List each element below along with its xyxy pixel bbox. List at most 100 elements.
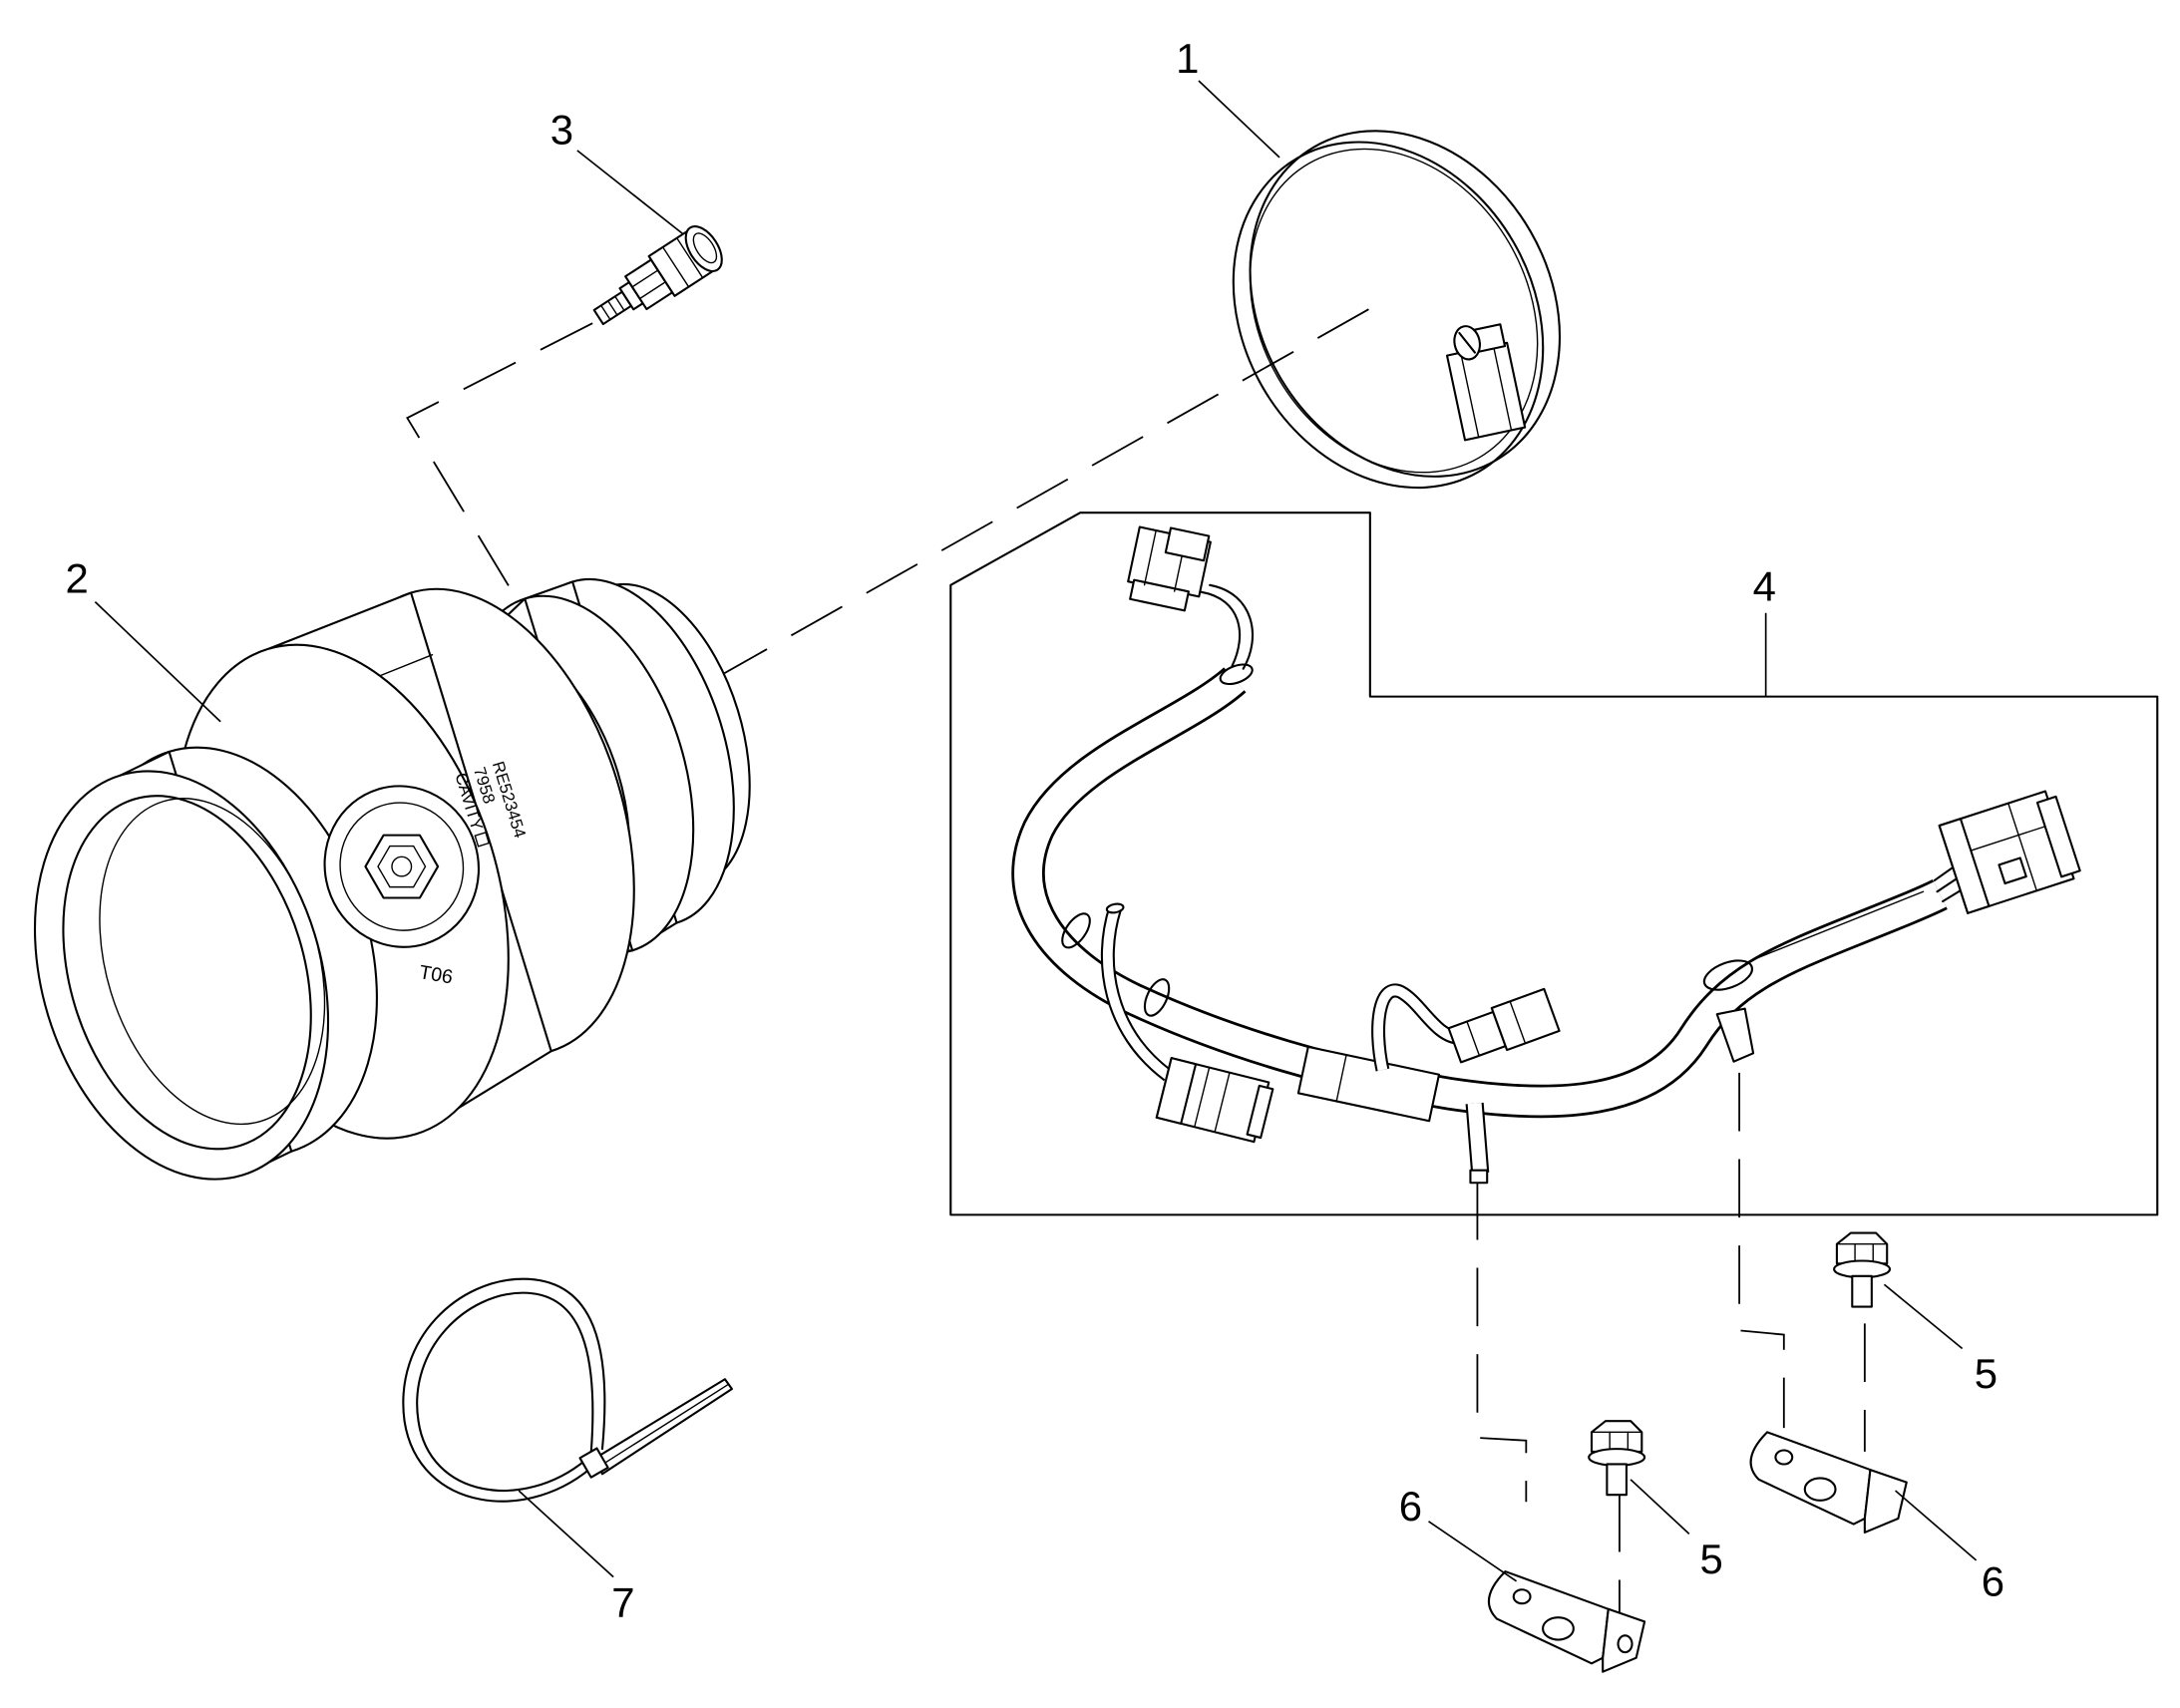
top-connector-lip [1129,578,1190,612]
left-branch-end [1105,902,1125,914]
sensor-connector-line [661,246,690,288]
clamp-housing-edge [1459,352,1480,439]
clamp-to-housing-centerline [563,308,1369,765]
cable-tie-loop-inner [416,1291,594,1492]
harness-conduit-seam [1755,890,1925,959]
hose-clamp [1232,130,1562,490]
leader-line-5-lower [1630,1479,1690,1535]
harness-clip-body [1715,1007,1755,1063]
harness-to-right-bracket-centerline [1738,1072,1785,1429]
harness-conduit-end [1219,663,1254,686]
harness-drop-wire [1467,1103,1488,1175]
harness-tape-wrap [1061,912,1091,949]
bolt-flange [1833,1259,1892,1279]
sensor-hex-flat [631,269,659,288]
bolt-hex-head [1590,1420,1643,1453]
bracket-bent-tab [1863,1469,1908,1534]
callout-4: 4 [1753,563,1776,610]
clamp-screw-housing [1445,323,1527,442]
clamp-band-inner-edge [1249,148,1539,474]
sensor-port-hex [364,834,440,899]
cable-tie [402,1277,733,1503]
middle-connector-body [1490,987,1561,1052]
cable-tie-head [578,1447,609,1479]
right-connector-latch [1998,856,2027,885]
mounting-bracket-left [1487,1570,1646,1673]
harness-middle-connector [1447,987,1561,1064]
left-connector-back [1246,1084,1274,1140]
sensor-hex-flat [638,281,667,300]
sensor-port-hole [391,855,413,877]
right-connector-back [2035,795,2081,878]
cable-tie-tail-edge [604,1384,729,1464]
clamp-screw-slot [1458,331,1476,354]
clamp-band-front-edge [1232,141,1545,490]
leader-line-7 [518,1490,614,1578]
flange-bolt-upper [1833,1231,1892,1308]
bracket-small-hole [1774,1449,1794,1466]
bolt-shaft [1851,1274,1873,1308]
clamp-housing-edge [1492,345,1513,432]
right-connector-face [1938,818,1991,914]
wiring-harness [949,512,2159,1216]
callout-7: 7 [611,1578,634,1625]
harness-middle-branch [1373,985,1462,1072]
temperature-sensor [592,225,723,326]
junction-sleeve-line [1335,1054,1347,1103]
leader-line-3 [576,150,684,235]
flange-bolt-lower [1588,1420,1646,1497]
bolt-flange [1588,1448,1646,1467]
leader-line-5-upper [1883,1283,1964,1350]
harness-tape-wrap [1143,978,1171,1017]
assembly-centerlines [406,308,1866,1616]
leader-line-6-right [1895,1490,1978,1561]
mounting-bracket-right [1749,1431,1908,1534]
harness-group-box [949,512,2159,1216]
bracket-bend-line [1602,1608,1610,1659]
leader-line-2 [94,600,221,723]
middle-connector-line [1466,1020,1481,1057]
bolt-hex-head [1835,1231,1889,1265]
clamp-band-back-edge [1249,130,1562,478]
sensor-thread [607,300,618,316]
right-connector-line [1970,826,2046,852]
harness-top-wire [1200,590,1241,667]
harness-left-branch [1102,906,1172,1080]
leader-line-1 [1198,80,1280,159]
bracket-bend-line [1864,1469,1872,1520]
bracket-tab-hole [1617,1634,1634,1654]
sensor-connector-line [676,237,704,279]
harness-right-connector [1938,790,2081,914]
sensor-port-inner-hex [377,845,427,888]
left-connector-face [1155,1057,1198,1125]
cable-tie-loop-outer [402,1277,606,1503]
sensor-connector-socket [692,232,718,264]
top-connector-line [1173,554,1183,592]
top-connector-line [1143,529,1157,586]
housing-t-code: T06 [418,961,455,989]
bracket-large-hole [1803,1477,1837,1502]
bolt-shaft [1606,1463,1628,1497]
harness-top-wire [1209,583,1255,670]
callout-2: 2 [66,554,89,601]
middle-connector-line [1509,1000,1527,1045]
left-connector-line [1194,1066,1211,1128]
harness-drop-terminal [1469,1169,1489,1185]
junction-sleeve-body [1296,1045,1441,1123]
top-connector-latch [1164,526,1211,562]
callout-6-left: 6 [1399,1483,1422,1530]
bracket-plate [1487,1570,1610,1665]
housing-cavity-box [474,832,491,848]
callout-1: 1 [1176,35,1199,82]
harness-left-connector [1155,1057,1274,1144]
sensor-thread [600,304,611,321]
housing-opening [62,795,312,1151]
sensor-port-rim [339,802,465,931]
callout-3: 3 [550,106,573,153]
sensor-thread [614,295,625,312]
clamp-housing-body [1445,341,1527,442]
harness-to-left-bracket-centerline [1476,1181,1528,1503]
bracket-small-hole [1512,1588,1532,1605]
leader-lines [94,80,1978,1582]
callout-5-lower: 5 [1700,1536,1723,1582]
